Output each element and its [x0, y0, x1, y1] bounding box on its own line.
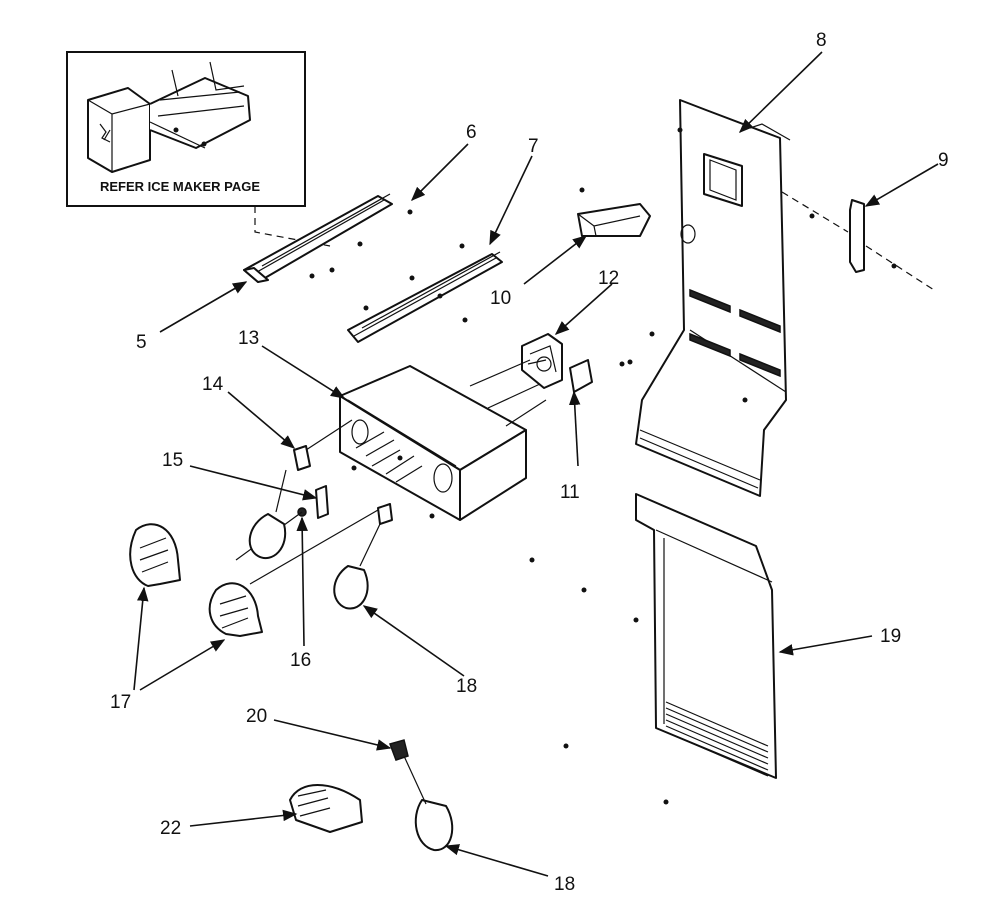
- callout-7: 7: [528, 136, 539, 157]
- callout-6: 6: [466, 122, 477, 143]
- leader-lines: [133, 51, 939, 877]
- callout-11: 11: [560, 482, 580, 503]
- part-8-back-panel: [579, 99, 791, 497]
- callout-22: 22: [160, 818, 181, 839]
- callout-15: 15: [162, 450, 183, 471]
- vent-grille: [665, 701, 769, 777]
- part-19-front-panel: [529, 493, 777, 805]
- part-9-clip: [809, 199, 897, 273]
- part-17-lamp-cover-upper: [129, 523, 181, 587]
- callout-20: 20: [246, 706, 267, 727]
- callout-5: 5: [136, 332, 147, 353]
- ice-maker-illustration: [87, 61, 251, 173]
- callout-labels: 5 6 7 8 9 10 11 12 13 14 15 16 17 18 18 …: [110, 30, 949, 895]
- callout-9: 9: [938, 150, 949, 171]
- callout-16: 16: [290, 650, 311, 671]
- callout-10: 10: [490, 288, 511, 309]
- callout-18-upper: 18: [456, 676, 477, 697]
- callout-19: 19: [880, 626, 901, 647]
- callout-8: 8: [816, 30, 827, 51]
- callout-12: 12: [598, 268, 619, 289]
- part-22-cover: [289, 784, 363, 833]
- bulb-upper-left: [248, 469, 287, 559]
- inset-label: REFER ICE MAKER PAGE: [100, 179, 260, 194]
- part-10-bracket: [577, 203, 651, 237]
- callout-14: 14: [202, 374, 224, 395]
- part-11-switch: [569, 359, 633, 393]
- part-18-bulb-lower: [403, 755, 454, 852]
- part-12-motor: [521, 333, 563, 389]
- part-15-bracket: [315, 485, 329, 519]
- part-18-bulb-middle: [333, 503, 393, 610]
- part-14-socket: [293, 445, 311, 471]
- callout-17: 17: [110, 692, 131, 713]
- part-20-socket: [389, 739, 409, 761]
- part-6-rail: [243, 193, 413, 283]
- part-17-lamp-cover-lower: [208, 582, 263, 637]
- part-7-rail: [347, 243, 503, 343]
- callout-18-lower: 18: [554, 874, 575, 895]
- callout-13: 13: [238, 328, 259, 349]
- part-13-housing: [339, 365, 527, 521]
- ice-maker-inset: REFER ICE MAKER PAGE: [66, 51, 306, 207]
